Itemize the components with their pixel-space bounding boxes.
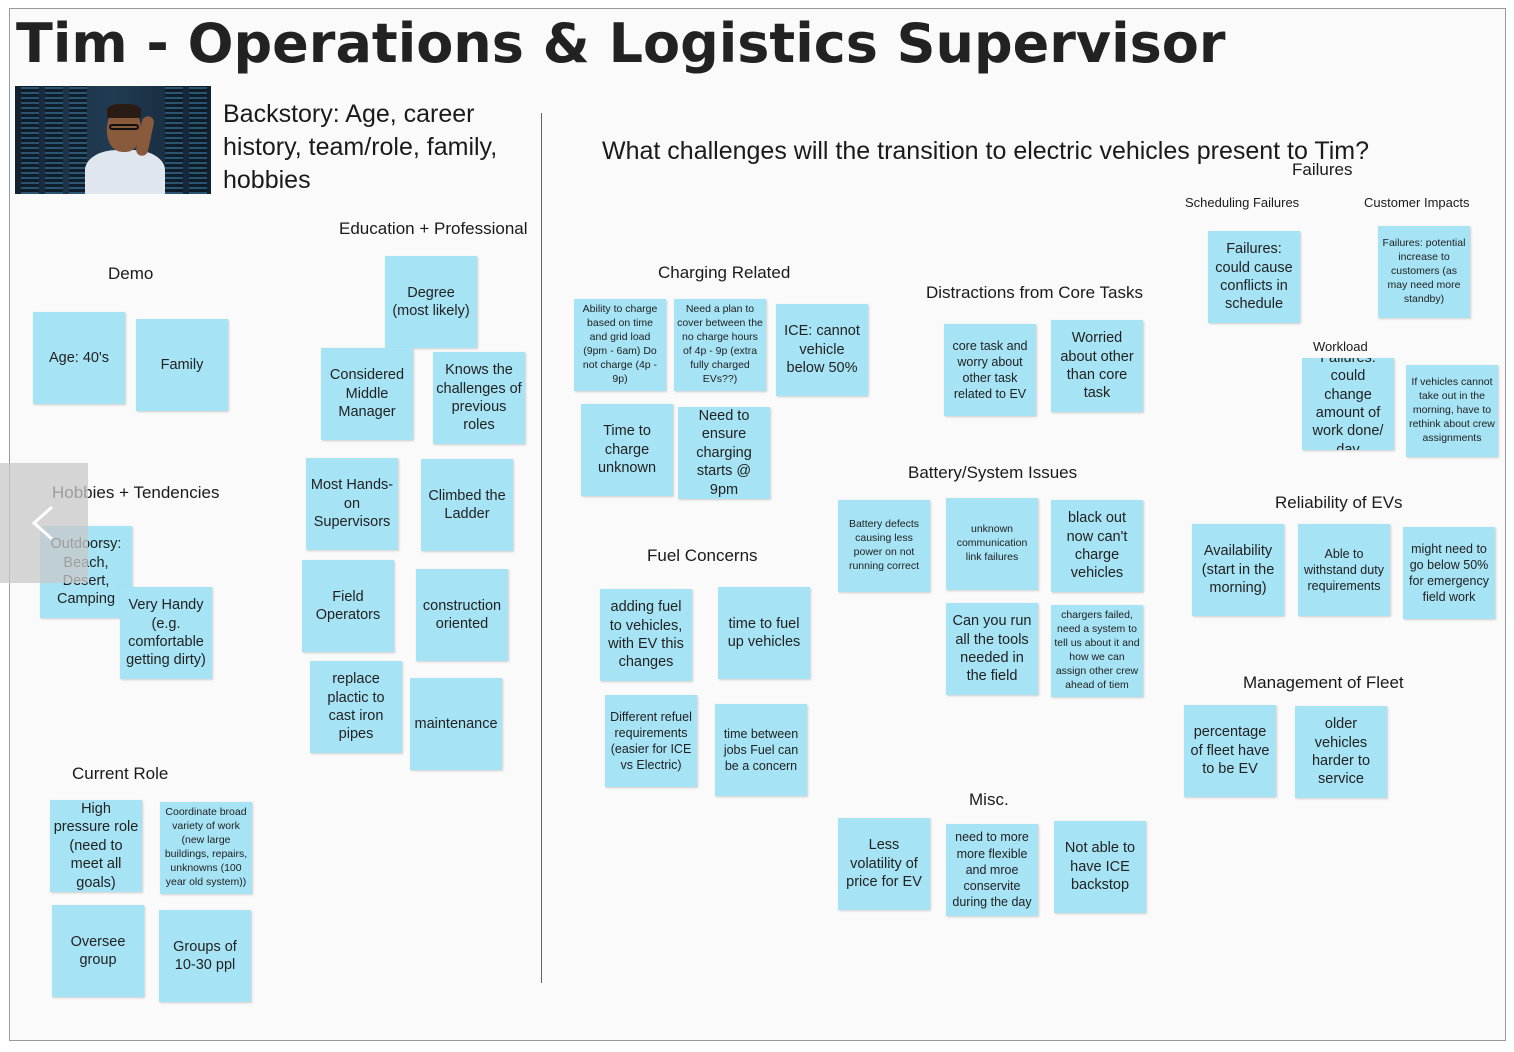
person-body [85,150,165,194]
sticky-note[interactable]: adding fuel to vehicles, with EV this ch… [600,589,692,681]
glasses-icon [109,124,139,130]
sticky-note[interactable]: need to more more flexible and mroe cons… [946,824,1038,916]
section-fuel: Fuel Concerns [647,546,758,565]
server-rack [69,86,87,194]
section-reliability: Reliability of EVs [1275,493,1403,512]
sticky-note[interactable]: older vehicles harder to service [1295,706,1387,798]
sticky-note[interactable]: Very Handy (e.g. comfortable getting dir… [120,587,212,679]
sticky-note[interactable]: Field Operators [302,560,394,652]
sticky-note[interactable]: Can you run all the tools needed in the … [946,603,1038,695]
sticky-note[interactable]: Time to charge unknown [581,404,673,496]
sticky-note[interactable]: ICE: cannot vehicle below 50% [776,304,868,396]
section-battery: Battery/System Issues [908,463,1078,482]
server-rack [165,86,183,194]
sticky-note[interactable]: High pressure role (need to meet all goa… [50,800,142,892]
person-hair [107,104,141,118]
section-workload: Workload [1313,339,1368,354]
sticky-note[interactable]: Less volatility of price for EV [838,818,930,910]
sticky-note[interactable]: Groups of 10-30 ppl [159,910,251,1002]
section-hobbies: Hobbies + Tendencies [52,483,220,502]
server-rack [189,86,207,194]
sticky-note[interactable]: Availability (start in the morning) [1192,524,1284,616]
backstory-text: Backstory: Age, career history, team/rol… [223,100,498,194]
sticky-note[interactable]: Failures: could change amount of work do… [1302,358,1394,450]
sticky-note[interactable]: Battery defects causing less power on no… [838,500,930,592]
sticky-note[interactable]: Not able to have ICE backstop [1054,821,1146,913]
server-rack [21,86,39,194]
sticky-note[interactable]: Failures: could cause conflicts in sched… [1208,231,1300,323]
section-charging: Charging Related [658,263,791,282]
previous-slide-button[interactable] [0,463,88,583]
sticky-note[interactable]: Most Hands-on Supervisors [306,458,398,550]
section-fleet: Management of Fleet [1243,673,1404,692]
question-heading: What challenges will the transition to e… [602,137,1370,165]
chevron-left-icon [31,505,53,541]
sticky-note[interactable]: percentage of fleet have to be EV [1184,705,1276,797]
section-distractions: Distractions from Core Tasks [926,283,1143,302]
section-failures: Failures [1292,160,1353,179]
person-photo [15,86,211,194]
sticky-note[interactable]: replace plactic to cast iron pipes [310,661,402,753]
sticky-note[interactable]: time between jobs Fuel can be a concern [715,704,807,796]
section-misc: Misc. [969,790,1009,809]
sticky-note[interactable]: Need to ensure charging starts @ 9pm [678,407,770,499]
sticky-note[interactable]: Age: 40's [33,312,125,404]
sticky-note[interactable]: Failures: potential increase to customer… [1378,226,1470,318]
sticky-note[interactable]: Coordinate broad variety of work (new la… [160,802,252,894]
server-rack [45,86,63,194]
sticky-note[interactable]: Climbed the Ladder [421,459,513,551]
sticky-note[interactable]: black out now can't charge vehicles [1051,500,1143,592]
sticky-note[interactable]: Knows the challenges of previous roles [433,352,525,444]
sticky-note[interactable]: If vehicles cannot take out in the morni… [1406,365,1498,457]
column-divider [541,113,542,983]
sticky-note[interactable]: chargers failed, need a system to tell u… [1051,605,1143,697]
sticky-note[interactable]: unknown communication link failures [946,498,1038,590]
section-scheduling-failures: Scheduling Failures [1185,195,1300,210]
sticky-note[interactable]: Considered Middle Manager [321,348,413,440]
sticky-note[interactable]: might need to go below 50% for emergency… [1403,527,1495,619]
sticky-note[interactable]: maintenance [410,678,502,770]
section-demo: Demo [108,264,154,283]
sticky-note[interactable]: Degree (most likely) [385,256,477,348]
sticky-note[interactable]: Oversee group [52,905,144,997]
sticky-note[interactable]: Worried about other than core task [1051,320,1143,412]
sticky-note[interactable]: core task and worry about other task rel… [944,324,1036,416]
sticky-note[interactable]: Different refuel requirements (easier fo… [605,695,697,787]
sticky-note[interactable]: Able to withstand duty requirements [1298,524,1390,616]
sticky-note[interactable]: construction oriented [416,569,508,661]
sticky-note[interactable]: time to fuel up vehicles [718,587,810,679]
section-education: Education + Professional [339,219,528,238]
section-customer-impacts: Customer Impacts [1364,195,1470,210]
page-title: Tim - Operations & Logistics Supervisor [16,12,1226,75]
sticky-note[interactable]: Ability to charge based on time and grid… [574,299,666,391]
sticky-note[interactable]: Family [136,319,228,411]
section-current-role: Current Role [72,764,169,783]
sticky-note[interactable]: Need a plan to cover between the no char… [674,299,766,391]
